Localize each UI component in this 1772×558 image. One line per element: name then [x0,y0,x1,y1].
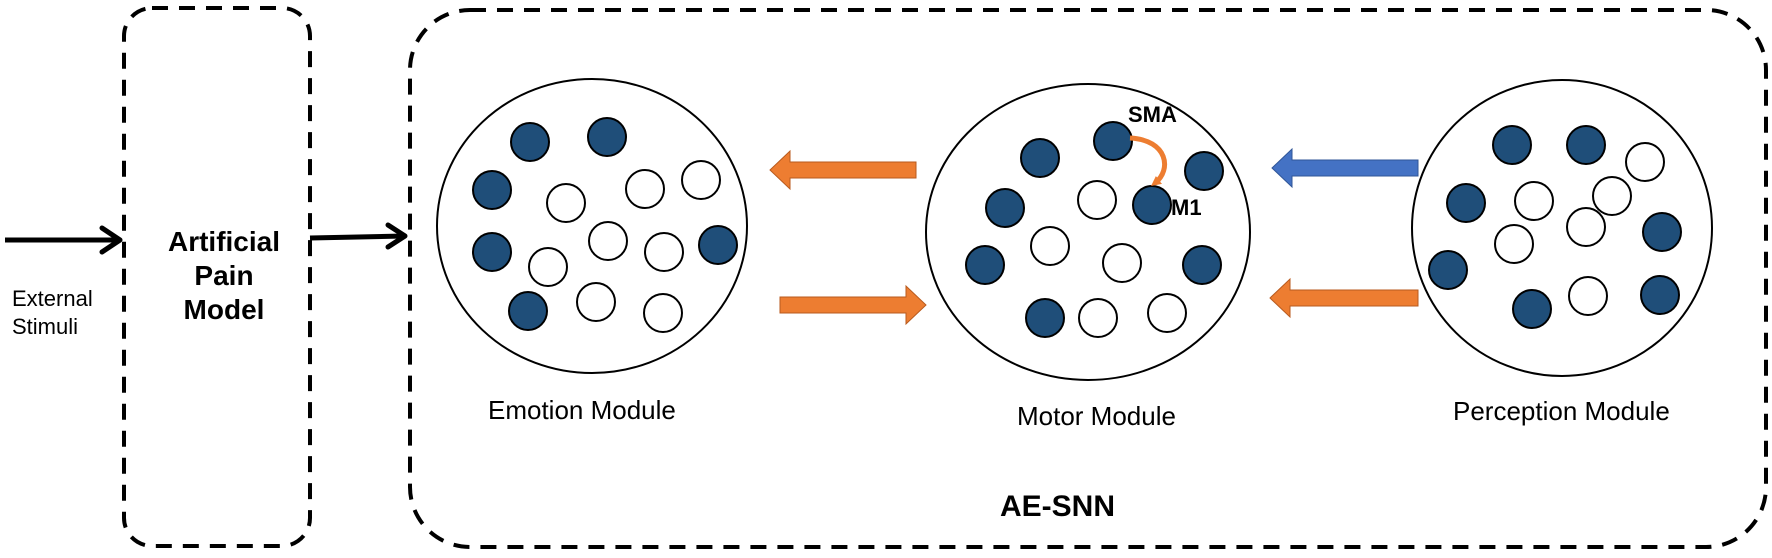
neuron-active [472,170,512,210]
pain-model-line1: Artificial [167,226,281,257]
neuron-active [985,188,1025,228]
neuron-active [1512,289,1552,329]
perception-to-motor-blue-arrow [1271,147,1419,189]
neuron-inactive [1625,142,1665,182]
external-stimuli-line2: Stimuli [12,314,79,339]
m1-label: M1 [1171,195,1202,220]
external-stimuli-label: External Stimuli [12,285,93,341]
neuron-inactive [1078,298,1118,338]
sma-to-m1-arrow [1129,135,1167,187]
pain-model-box [122,6,312,548]
neuron-active [472,232,512,272]
motor-module-ellipse [925,83,1251,381]
neuron-m1 [1132,185,1172,225]
perception-neurons [1428,125,1682,329]
pain-to-network-arrowhead [385,222,408,250]
ae-snn-title: AE-SNN [1000,490,1116,523]
sma-label: SMA [1128,102,1177,127]
neuron-inactive [1030,226,1070,266]
neuron-inactive [528,247,568,287]
neuron-active [1025,298,1065,338]
neuron-active [1492,125,1532,165]
perception-to-motor-orange-arrow [1269,277,1419,319]
emotion-to-motor-arrow [779,284,927,326]
neuron-inactive [1566,207,1606,247]
neuron-inactive [643,293,683,333]
neuron-inactive [644,232,684,272]
neuron-active [698,225,738,265]
pain-model-line2: Pain [194,260,254,291]
neuron-inactive [546,183,586,223]
neuron-inactive [1568,276,1608,316]
external-stimuli-line1: External [12,286,93,311]
neuron-active [508,291,548,331]
neuron-inactive [1494,224,1534,264]
emotion-neurons [472,117,738,333]
neuron-active [1642,212,1682,252]
emotion-module-label: Emotion Module [488,395,676,425]
neuron-active [965,245,1005,285]
neuron-inactive [1077,180,1117,220]
neuron-inactive [1592,176,1632,216]
neuron-inactive [1147,293,1187,333]
ae-snn-box [408,8,1768,549]
perception-module-label: Perception Module [1453,396,1670,426]
neuron-inactive [1102,243,1142,283]
neuron-active [1184,151,1224,191]
pain-to-network-arrow [309,233,405,241]
neuron-active [1446,183,1486,223]
neuron-sma [1093,121,1133,161]
neuron-inactive [625,169,665,209]
neuron-active [587,117,627,157]
pain-model-line3: Model [183,294,265,325]
motor-module-label: Motor Module [1017,401,1176,431]
neuron-inactive [681,160,721,200]
stimulus-arrowhead [99,225,123,255]
motor-to-emotion-arrow [769,149,917,191]
pain-model-label: Artificial Pain Model [124,225,324,327]
neuron-active [1566,125,1606,165]
motor-neurons [965,121,1224,338]
neuron-active [1428,250,1468,290]
neuron-active [510,122,550,162]
neuron-active [1640,275,1680,315]
neuron-inactive [576,282,616,322]
neuron-active [1182,245,1222,285]
emotion-module-ellipse [436,78,748,374]
neuron-inactive [1514,181,1554,221]
neuron-inactive [588,221,628,261]
neuron-active [1020,138,1060,178]
